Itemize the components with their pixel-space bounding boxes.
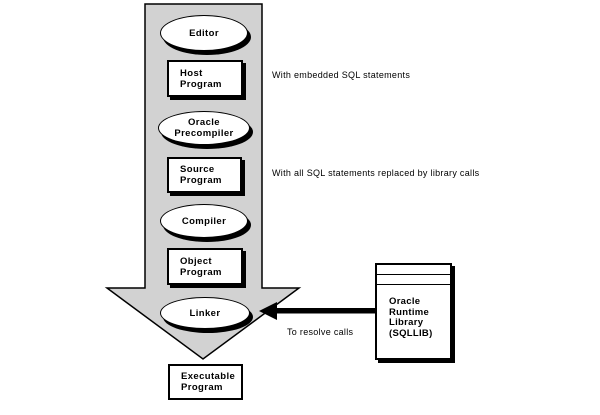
editor-ellipse: Editor bbox=[160, 15, 248, 51]
linker-ellipse: Linker bbox=[160, 297, 250, 329]
source-program-box: Source Program bbox=[167, 157, 242, 193]
host-program-box: Host Program bbox=[167, 60, 243, 97]
resolve-calls-connector-line bbox=[274, 308, 376, 314]
compiler-label: Compiler bbox=[181, 215, 227, 227]
oracle-precompiler-label: Oracle Precompiler bbox=[174, 117, 234, 139]
host-program-label: Host Program bbox=[180, 67, 222, 90]
resolve-calls-annotation: To resolve calls bbox=[287, 327, 354, 337]
resolve-calls-arrowhead-icon bbox=[259, 302, 277, 320]
oracle-runtime-library-label: Oracle Runtime Library (SQLLIB) bbox=[389, 296, 433, 339]
source-program-label: Source Program bbox=[180, 164, 222, 186]
replaced-sql-annotation: With all SQL statements replaced by libr… bbox=[272, 168, 480, 178]
oracle-runtime-library-box: Oracle Runtime Library (SQLLIB) bbox=[375, 263, 452, 360]
linker-label: Linker bbox=[189, 307, 221, 319]
executable-program-box: Executable Program bbox=[168, 364, 243, 400]
object-program-label: Object Program bbox=[180, 255, 222, 278]
library-card-top-stripe bbox=[377, 265, 450, 275]
editor-label: Editor bbox=[189, 27, 219, 39]
executable-program-label: Executable Program bbox=[181, 371, 236, 393]
embedded-sql-annotation: With embedded SQL statements bbox=[272, 70, 411, 80]
object-program-box: Object Program bbox=[167, 248, 243, 285]
compiler-ellipse: Compiler bbox=[160, 204, 248, 238]
library-card-second-stripe bbox=[377, 275, 450, 285]
oracle-precompiler-ellipse: Oracle Precompiler bbox=[158, 111, 250, 145]
